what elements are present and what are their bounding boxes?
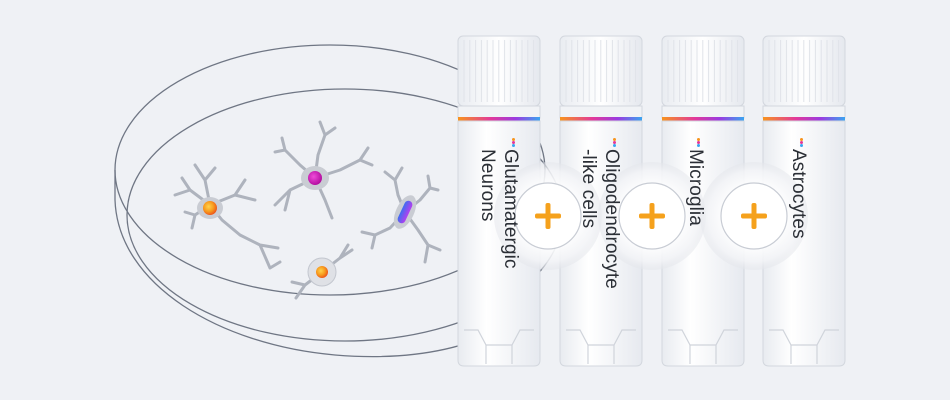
vial-label-text: Glutamatergic [500,149,521,269]
vial-label-astrocytes: Astrocytes [734,138,810,328]
vial-label-line-1: Glutamatergic [499,138,522,328]
vial-label-microglia: Microglia [631,138,707,328]
plus-icon [598,162,706,270]
vial-label-text: Astrocytes [788,149,809,239]
neuron-cell-icon [173,120,442,300]
plus-group [494,162,808,270]
brand-dots-icon [794,138,803,147]
brand-dots-icon [691,138,700,147]
vial-label-line-1: Astrocytes [787,138,810,328]
brand-dots-icon [607,138,616,147]
cell-bodies [197,166,417,287]
vial-label-text: Oligodendrocyte [601,149,622,289]
vial-label-line-1: Microglia [684,138,707,328]
vial-label-line-1: Oligodendrocyte [600,138,623,328]
plus-icon [700,162,808,270]
brand-dots-icon [506,138,515,147]
plus-icon [494,162,602,270]
vial-label-line-2: -like cells [578,149,599,229]
vial-label-line-2: Neurons [477,149,498,222]
vial-label-text: Microglia [685,149,706,226]
vial-label-glutamatergic-neurons: Glutamatergic Neurons [446,138,522,328]
vial-label-oligodendrocyte-like-cells: Oligodendrocyte -like cells [547,138,623,328]
